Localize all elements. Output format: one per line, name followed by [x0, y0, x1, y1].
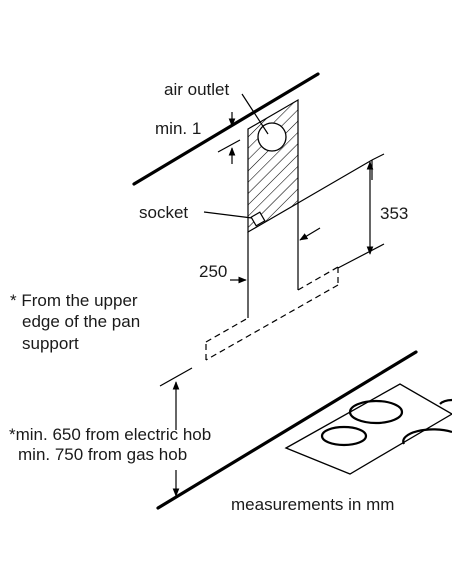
- dim353-ext-top: [371, 153, 385, 161]
- hob-burner-2: [320, 425, 368, 447]
- hob-burner-3: [402, 428, 452, 445]
- hob-burner-1: [348, 399, 404, 425]
- dim650-ext-top: [159, 367, 193, 387]
- hood-dash-back: [205, 317, 249, 343]
- label-min-750: min. 750 from gas hob: [18, 445, 187, 464]
- chimney-lower-dash-1: [297, 266, 339, 291]
- socket-leader: [203, 211, 253, 219]
- hob-outline: [284, 383, 452, 475]
- air-outlet-circle: [257, 122, 287, 152]
- label-air-outlet: air outlet: [164, 80, 229, 99]
- socket-box: [250, 211, 266, 227]
- label-dim-353: 353: [380, 204, 408, 223]
- hood-dash-front: [205, 284, 339, 361]
- label-dim-250: 250: [199, 262, 227, 281]
- note-upper-line-3: support: [22, 334, 79, 353]
- note-upper-line-2: edge of the pan: [22, 312, 140, 331]
- air-outlet-leader: [241, 93, 269, 135]
- note-upper-line-1: * From the upper: [10, 291, 138, 310]
- worktop-line: [156, 350, 418, 510]
- chimney-upper-hatched: [247, 98, 299, 234]
- ceiling-line: [132, 72, 320, 186]
- label-socket: socket: [139, 203, 188, 222]
- label-measurements: measurements in mm: [231, 495, 394, 514]
- label-min-1: min. 1: [155, 119, 201, 138]
- dim353-ext-bottom: [337, 243, 385, 269]
- label-min-650: *min. 650 from electric hob: [9, 425, 211, 444]
- hob-burner-4: [439, 398, 452, 405]
- min1-ext-line: [217, 139, 241, 153]
- dim250-arrow-left: [299, 227, 321, 241]
- chimney-top-edge: [297, 159, 373, 204]
